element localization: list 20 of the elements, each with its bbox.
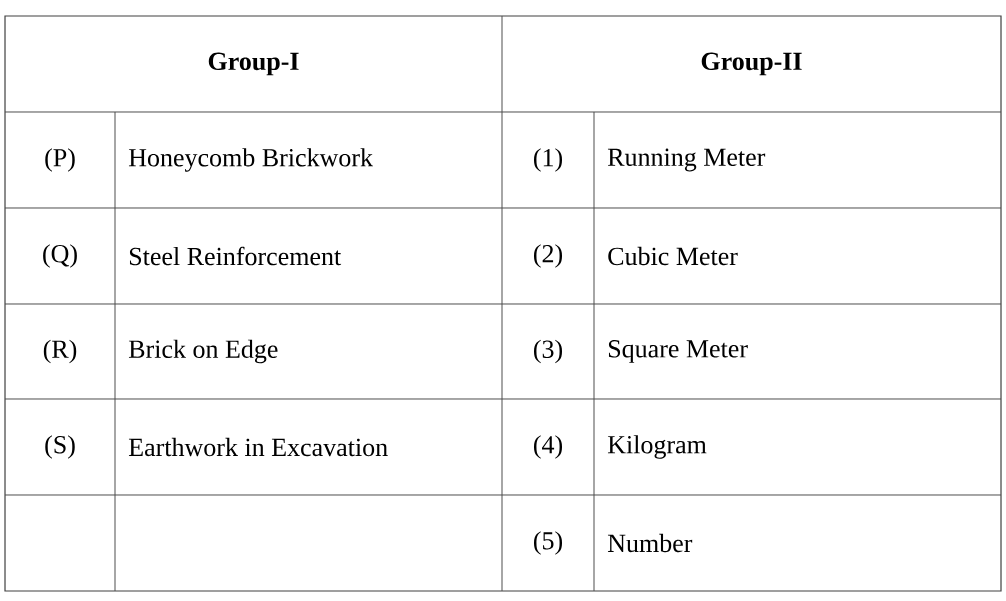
unit-label: Running Meter	[607, 148, 766, 172]
column-header: Group-II	[701, 52, 802, 76]
item-label: Honeycomb Brickwork	[128, 148, 373, 172]
unit-label: Square Meter	[608, 340, 748, 363]
unit-label: Cubic Meter	[608, 246, 738, 266]
item-letter: (P)	[45, 148, 75, 172]
unit-label: Kilogram	[607, 435, 707, 459]
option-number: (3)	[534, 339, 562, 364]
item-letter: (Q)	[43, 244, 77, 268]
column-header: Group-I	[208, 52, 299, 76]
option-number: (1)	[534, 148, 562, 172]
item-letter: (S)	[45, 435, 75, 459]
unit-label: Number	[607, 533, 693, 553]
item-label: Brick on Edge	[128, 339, 278, 364]
option-number: (2)	[534, 244, 562, 268]
option-number: (4)	[534, 435, 562, 459]
option-number: (5)	[534, 531, 562, 555]
item-label: Steel Reinforcement	[129, 246, 342, 266]
item-letter: (R)	[43, 339, 77, 364]
item-label: Earthwork in Excavation	[128, 437, 388, 457]
